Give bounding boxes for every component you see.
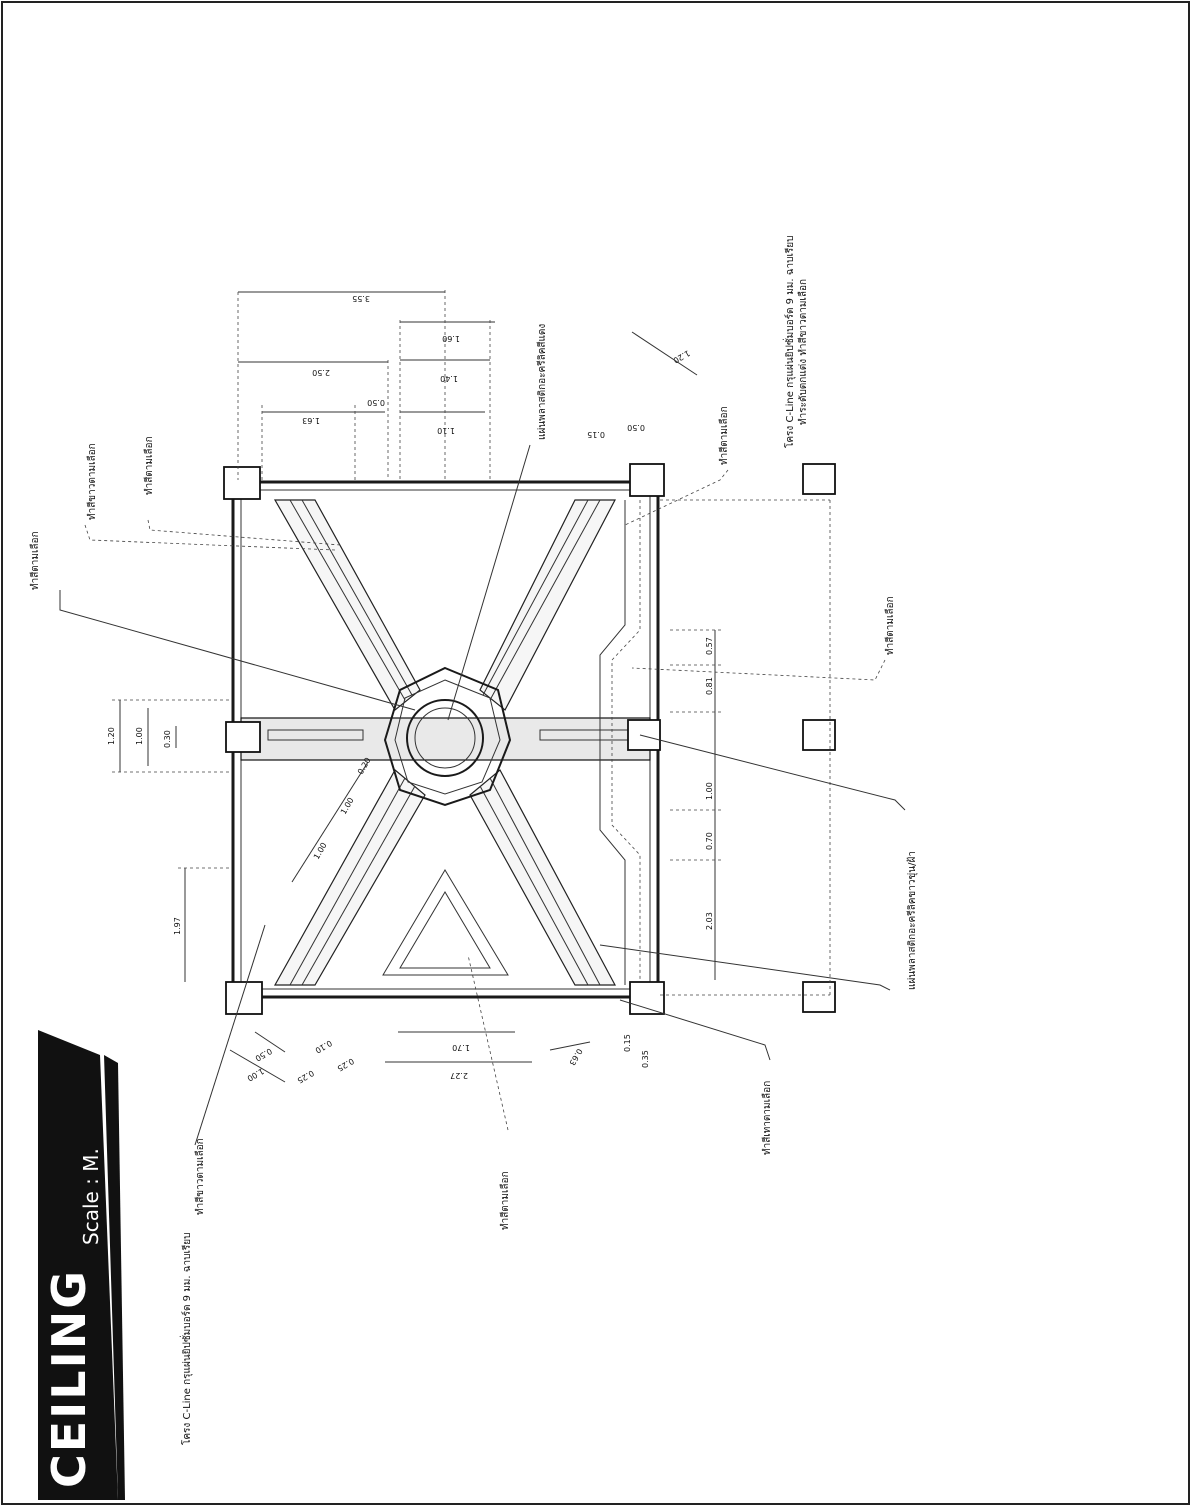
dim-label: 0.30 [163, 730, 172, 748]
title-block-banner [38, 1030, 118, 1500]
note-frame-1b: ทำสีขาวตามเลือก [194, 1138, 206, 1215]
column-mid-right [627, 719, 661, 751]
dim-label: 0.15 [587, 430, 605, 439]
dim-label: 2.27 [450, 1071, 468, 1080]
light-slot-left [267, 729, 364, 741]
dim-label: 0.10 [314, 1038, 334, 1055]
column-bottom-left [225, 981, 263, 1015]
column-bottom-right [629, 981, 665, 1015]
note-paint-choice-5: ทำสีตามเลือก [499, 1171, 511, 1230]
acrylic-circle-inner [414, 707, 476, 769]
bottom-triangle-panel [382, 869, 509, 976]
center-beam [240, 717, 651, 761]
note-paint-white-choice: ทำสีขาวตามเลือก [86, 443, 98, 520]
title-text: CEILING [42, 1269, 96, 1488]
dim-label: 1.60 [442, 334, 460, 343]
dim-label: 0.63 [567, 1047, 584, 1067]
note-paint-choice-2: ทำสีตามเลือก [143, 436, 155, 495]
note-acrylic-red: แผ่นพลาสติกอะครีลิคสีแดง [536, 324, 548, 440]
annotation-notes: ทำสีตามเลือก ทำสีขาวตามเลือก ทำสีตามเลือ… [29, 235, 918, 1445]
dim-label: 0.25 [336, 1056, 356, 1073]
dim-label: 1.00 [705, 782, 714, 800]
dim-label: 1.10 [437, 426, 455, 435]
note-frame-1: โครง C-Line กรุแผ่นยิปซั่มบอร์ด 9 มม. ฉา… [179, 1232, 193, 1445]
dim-label: 0.50 [254, 1046, 274, 1063]
center-hexagon [383, 666, 512, 807]
dim-label: 1.00 [312, 841, 329, 861]
note-paint-choice-3: ทำสีตามเลือก [718, 406, 730, 465]
dim-label: 1.40 [440, 374, 458, 383]
scale-text: Scale : M. [79, 1148, 103, 1245]
dim-line [229, 1049, 286, 1083]
dim-label: 2.50 [312, 368, 330, 377]
dim-label: 1.70 [452, 1043, 470, 1052]
acrylic-circle [406, 699, 484, 777]
diagonal-band-bottom-right [469, 769, 617, 986]
dim-label: 0.81 [705, 677, 714, 695]
dim-label: 0.50 [627, 423, 645, 432]
stepped-recess-outer [599, 500, 626, 985]
diagonal-band-top-left [273, 499, 421, 711]
note-paint-gray-choice: ทำสีเทาตามเลือก [761, 1081, 773, 1155]
leader-lines [59, 444, 906, 1146]
dim-line [254, 1031, 286, 1053]
note-frame-2b: ทำระดับตกแต่ง ทำสีขาวตามเลือก [797, 279, 809, 425]
column-outer-top [802, 463, 836, 495]
note-paint-choice-1: ทำสีตามเลือก [29, 531, 41, 590]
dim-line [631, 331, 698, 376]
dim-label: 0.35 [641, 1050, 650, 1068]
dim-label: 1.00 [135, 727, 144, 745]
title-block: CEILING Scale : M. [38, 1030, 125, 1500]
dim-label: 1.20 [672, 348, 692, 365]
dim-label: 2.03 [705, 912, 714, 930]
dim-line [549, 1041, 591, 1051]
dim-label: 0.70 [705, 832, 714, 850]
column-mid-left [225, 721, 261, 753]
dim-label: 1.97 [173, 917, 182, 935]
bottom-triangle-inner [399, 891, 491, 969]
dim-label: 3.55 [352, 294, 370, 303]
dim-label: 1.00 [339, 796, 356, 816]
dim-label: 0.57 [705, 637, 714, 655]
dim-label: 1.20 [107, 727, 116, 745]
note-paint-choice-4: ทำสีตามเลือก [884, 596, 896, 655]
stepped-recess-inner [611, 500, 641, 985]
column-top-right [629, 463, 665, 497]
dim-label: 1.63 [302, 416, 320, 425]
title-block-stripe [104, 1055, 125, 1500]
dim-label: 0.15 [623, 1034, 632, 1052]
column-top-left [223, 466, 261, 500]
ceiling-plan [223, 463, 836, 1015]
note-acrylic-milky: แผ่นพลาสติกอะครีลิคขาวขุ่น/ฝ้า [906, 851, 918, 990]
dim-line [291, 761, 369, 883]
dim-label: 0.25 [296, 1068, 316, 1085]
dim-label: 0.50 [367, 398, 385, 407]
diagonal-band-top-right [479, 499, 616, 711]
diagonal-band-bottom-left [273, 769, 426, 986]
note-frame-2: โครง C-Line กรุแผ่นยิปซั่มบอร์ด 9 มม. ฉา… [782, 235, 796, 448]
center-hexagon-inner [394, 679, 501, 795]
